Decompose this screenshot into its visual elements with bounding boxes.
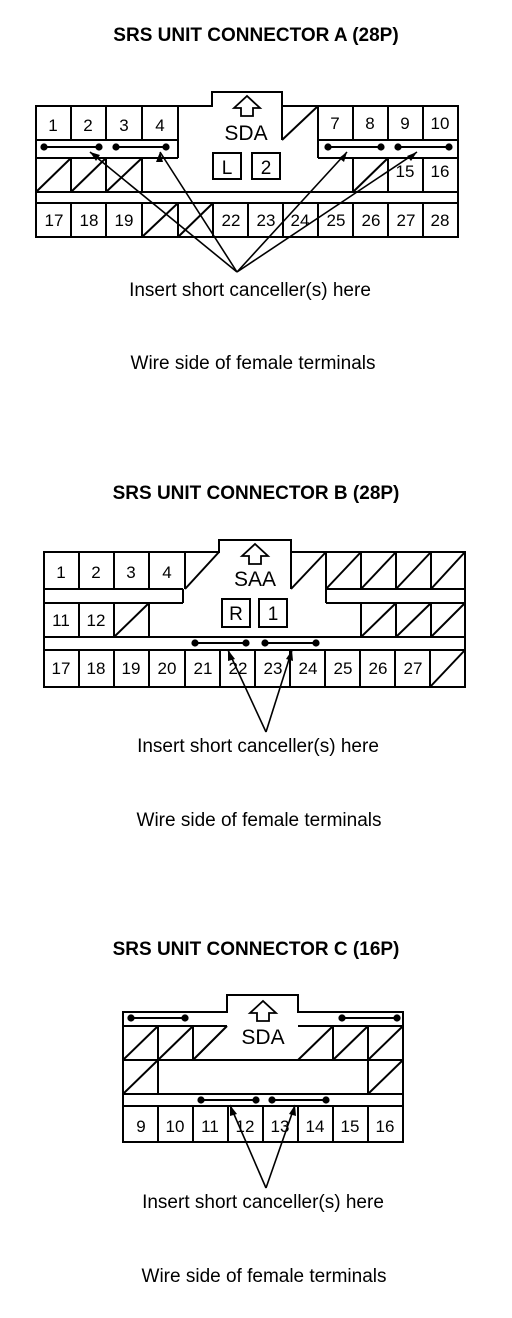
pin-a-27: 27 xyxy=(397,211,416,230)
connector-c-side-caption: Wire side of female terminals xyxy=(141,1266,387,1287)
pin-a-25: 25 xyxy=(327,211,346,230)
pin-c-11: 11 xyxy=(201,1117,219,1136)
connector-a-tag-2: 2 xyxy=(261,158,272,179)
pin-b-4: 4 xyxy=(162,563,171,582)
pin-c-9: 9 xyxy=(136,1117,145,1136)
connector-c-key-label: SDA xyxy=(241,1026,284,1049)
pin-b-27: 27 xyxy=(404,659,423,678)
connector-a-tag-1: L xyxy=(222,158,233,179)
pin-c-15: 15 xyxy=(341,1117,360,1136)
pin-a-9: 9 xyxy=(400,114,409,133)
pin-b-20: 20 xyxy=(158,659,177,678)
pin-a-7: 7 xyxy=(330,114,339,133)
connector-b-diagram: SAA R 1 1 2 3 4 11 12 17 18 19 20 21 22 … xyxy=(43,539,466,733)
connector-c-diagram: SDA 9 10 11 12 13 14 15 16 xyxy=(122,994,404,1189)
pin-a-4: 4 xyxy=(155,116,164,135)
connector-a-key-label: SDA xyxy=(224,122,267,145)
pin-b-25: 25 xyxy=(334,659,353,678)
pin-b-23: 23 xyxy=(264,659,283,678)
connector-a-title: SRS UNIT CONNECTOR A (28P) xyxy=(113,25,399,46)
pin-c-13: 13 xyxy=(271,1117,290,1136)
pin-a-2: 2 xyxy=(83,116,92,135)
pin-b-17: 17 xyxy=(52,659,71,678)
connector-c-insert-caption: Insert short canceller(s) here xyxy=(142,1192,384,1213)
pin-c-10: 10 xyxy=(166,1117,185,1136)
pin-a-26: 26 xyxy=(362,211,381,230)
pin-b-12: 12 xyxy=(87,611,106,630)
connector-b-insert-caption: Insert short canceller(s) here xyxy=(137,736,379,757)
pin-b-24: 24 xyxy=(299,659,318,678)
pin-a-24: 24 xyxy=(291,211,310,230)
pin-a-3: 3 xyxy=(119,116,128,135)
pin-a-19: 19 xyxy=(115,211,134,230)
pin-a-10: 10 xyxy=(431,114,450,133)
pin-a-18: 18 xyxy=(80,211,99,230)
connector-b-side-caption: Wire side of female terminals xyxy=(136,810,382,831)
pin-b-2: 2 xyxy=(91,563,100,582)
pin-a-23: 23 xyxy=(257,211,276,230)
pin-b-21: 21 xyxy=(194,659,213,678)
pin-a-16: 16 xyxy=(431,162,450,181)
pin-c-16: 16 xyxy=(376,1117,395,1136)
pin-b-3: 3 xyxy=(126,563,135,582)
pin-b-1: 1 xyxy=(56,563,65,582)
pin-a-1: 1 xyxy=(48,116,57,135)
pin-b-22: 22 xyxy=(229,659,248,678)
pin-b-11: 11 xyxy=(52,611,70,630)
connector-b-key-label: SAA xyxy=(234,568,276,591)
connector-c-title: SRS UNIT CONNECTOR C (16P) xyxy=(112,939,400,960)
connector-b-tag-1: R xyxy=(229,604,243,625)
pin-a-22: 22 xyxy=(222,211,241,230)
pin-a-8: 8 xyxy=(365,114,374,133)
connector-b-title: SRS UNIT CONNECTOR B (28P) xyxy=(112,483,400,504)
pin-c-14: 14 xyxy=(306,1117,325,1136)
connector-a-diagram: SDA L 2 1 2 3 4 7 8 9 10 15 16 17 18 19 … xyxy=(35,91,459,273)
connector-a-insert-caption: Insert short canceller(s) here xyxy=(129,280,371,301)
pin-b-19: 19 xyxy=(122,659,141,678)
connector-a-side-caption: Wire side of female terminals xyxy=(130,353,376,374)
pin-c-12: 12 xyxy=(236,1117,255,1136)
pin-a-15: 15 xyxy=(396,162,415,181)
pin-b-18: 18 xyxy=(87,659,106,678)
pin-a-17: 17 xyxy=(45,211,64,230)
connector-c-outline xyxy=(122,994,404,1143)
pin-b-26: 26 xyxy=(369,659,388,678)
connector-b-tag-2: 1 xyxy=(268,604,279,625)
pin-a-28: 28 xyxy=(431,211,450,230)
